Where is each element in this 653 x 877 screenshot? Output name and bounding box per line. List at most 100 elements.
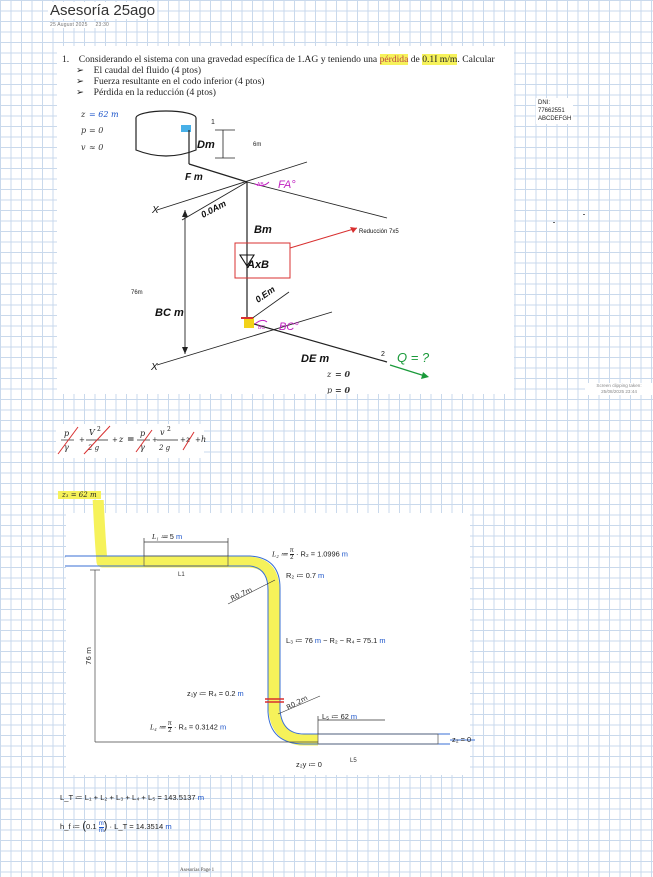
p2-value: = 0 — [335, 385, 350, 394]
eq-plus-1: + — [79, 436, 85, 444]
z2-value: = 0 — [335, 369, 350, 379]
upper-pipe — [188, 163, 248, 183]
slope-bottom-label: 0.Em — [253, 284, 276, 305]
svg-text:2: 2 — [97, 426, 101, 433]
upper-axis-left — [156, 161, 308, 211]
hf-rest: · L_T = 14.3514 — [107, 822, 166, 831]
eq-2g-1: 2 g — [87, 444, 100, 452]
L5-label: L5 — [350, 758, 357, 764]
R02-label: R0.2m — [285, 694, 309, 712]
hf-unit: m — [165, 822, 172, 831]
clip-line-1: Screen clipping taken: — [596, 383, 642, 388]
L5-segment-box — [317, 733, 439, 745]
L2-frac-bot: 2 — [290, 555, 294, 561]
clip-line-2: 25/08/2025 23:44 — [601, 389, 637, 394]
v1-label: v — [81, 143, 86, 152]
L5-text: L₅ ≔ 62 — [322, 712, 351, 721]
tank-conditions: z = 62 m p = 0 v ≈ 0 — [80, 110, 119, 152]
p1-value: = 0 — [89, 126, 103, 135]
L1-def-unit: m — [173, 532, 183, 541]
L1-def: L₁ ≔ 5 m — [152, 532, 182, 541]
dim-D-label: Dm — [197, 139, 215, 151]
page-footer: Asesorías Page 1 — [180, 868, 215, 873]
eq-p2: p — [140, 429, 145, 438]
bullet-item: ➢ Pérdida en la reducción (4 ptos) — [62, 87, 512, 98]
x-top-label: X — [151, 205, 159, 216]
L4-rest: · R₄ = 0.3142 — [171, 722, 220, 732]
dim-bc-arrow-top — [182, 210, 188, 217]
problem-statement: 1. Considerando el sistema con una grave… — [62, 54, 512, 98]
outlet-arrow — [389, 364, 426, 377]
eq-z2: z — [185, 435, 191, 444]
highlight-value: 0.1I m/m — [422, 54, 458, 65]
L1-segment-box — [143, 555, 229, 567]
eq-equals: = — [127, 435, 135, 445]
upper-axis-right — [246, 181, 388, 219]
dim-BC-label: BC m — [155, 307, 184, 319]
stray-dot — [583, 214, 585, 215]
eq-plus-5: + — [195, 436, 201, 444]
L3-formula: L₃ ≔ 76 m − R₂ − R₄ = 75.1 m — [286, 636, 386, 645]
bullet-marker: ➢ — [76, 65, 85, 76]
R2-formula: R₂ ≔ 0.7 m — [286, 571, 324, 580]
dim-bc-arrow-bottom — [182, 347, 188, 354]
R07-leader — [227, 579, 276, 605]
dni-value: 77662551 — [538, 108, 565, 114]
bullet-marker: ➢ — [76, 87, 85, 98]
elbow-highlight — [244, 318, 254, 328]
z1-value: = 62 m — [89, 110, 119, 119]
problem-text-after: . Calcular — [457, 54, 495, 65]
flow-Q-label: Q = ? — [397, 350, 430, 365]
eq-strike-2 — [83, 425, 111, 455]
hf-frac-bot: m — [98, 827, 104, 834]
L5-unit: m — [350, 712, 358, 721]
upper-slope — [181, 181, 248, 221]
page-title: Asesoría 25ago — [48, 2, 158, 19]
dim-B-label: Bm — [254, 224, 272, 236]
point-1-label: 1 — [211, 119, 215, 126]
screen-clipping-note: Screen clipping taken: 25/08/2025 23:44 — [585, 383, 653, 395]
calc-tag: z₁ = 62 m — [58, 491, 101, 499]
reduction-AxB: AxB — [246, 259, 269, 271]
tank-body — [135, 118, 197, 157]
angle-top-small: AB — [257, 182, 264, 188]
problem-text-before: Considerando el sistema con una gravedad… — [78, 54, 380, 65]
page-date-time: 25 August 2025 23:30 — [48, 22, 112, 28]
L3-rest: − R₂ − R₄ = 75.1 — [321, 636, 380, 645]
reduction-label: Reducción 7x5 — [359, 229, 399, 235]
outlet-arrowhead — [421, 372, 429, 379]
pipe-outer — [65, 555, 450, 735]
L4-frac-bot: 2 — [168, 728, 172, 734]
hf-frac-top: m — [98, 820, 104, 828]
eq-gamma-1: γ — [64, 443, 69, 452]
z2y-formula: z₂y ≔ 0 — [296, 760, 322, 769]
eq-gamma-2: γ — [140, 443, 145, 452]
highlight-word: pérdida — [379, 54, 409, 65]
angle-top-label: FA° — [278, 179, 296, 191]
angle-bottom-small: BC — [258, 325, 265, 331]
problem-heading: 1. Considerando el sistema con una grave… — [62, 54, 512, 65]
z2-equation: z₂ = 0 — [452, 735, 472, 744]
reduction-arrow — [289, 227, 358, 249]
point-2-label: 2 — [381, 351, 385, 358]
hf-mid: 0.1 — [86, 822, 97, 831]
bullet-text: Fuerza resultante en el codo inferior (4… — [93, 76, 265, 87]
L2-rest: · R₂ = 1.0996 — [293, 549, 342, 559]
pipe-diagram: R0.7m R0.2m 76 m L1 L5 — [65, 500, 475, 764]
dni-code: ABCDEFGH — [538, 116, 572, 122]
LT-formula: L_T ≔ L₁ + L₂ + L₃ + L₄ + L₅ = 143.5137 … — [60, 793, 204, 802]
angle-bottom-arc — [254, 319, 268, 325]
bullet-marker: ➢ — [76, 76, 85, 87]
eq-z1: z — [118, 435, 124, 444]
dim-76m-label: 76m — [131, 290, 143, 296]
lower-axis-right — [246, 321, 388, 363]
eq-hf: h — [201, 435, 206, 444]
z1-label: z — [80, 110, 86, 119]
page-date: 25 August 2025 — [50, 22, 88, 28]
lower-axis-left — [156, 311, 333, 366]
L2-unit: m — [341, 549, 348, 559]
